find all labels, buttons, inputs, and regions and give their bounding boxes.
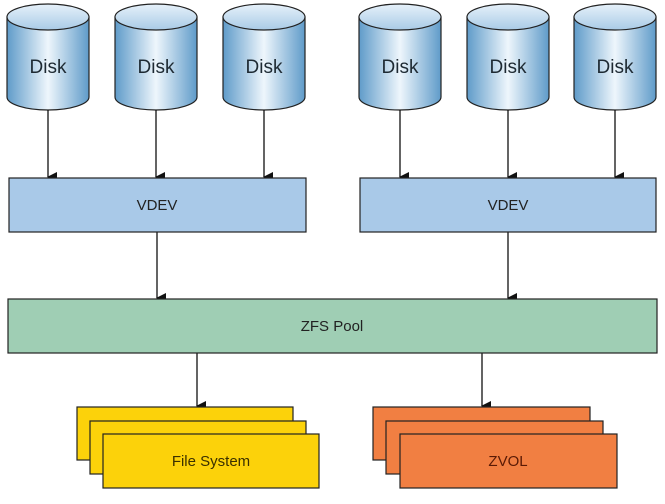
disk-top [114,3,198,31]
disk: Disk [222,3,306,111]
filesystem-label: File System [172,453,250,470]
disk-body [466,16,550,111]
disk: Disk [114,3,198,111]
disk-label: Disk [30,57,67,78]
vdev-left-label: VDEV [137,197,178,214]
disk-body [222,16,306,111]
zfs-pool-label: ZFS Pool [301,318,364,335]
vdev-left: VDEV [8,177,307,233]
disk: Disk [358,3,442,111]
disk: Disk [6,3,90,111]
disk-top [573,3,657,31]
vdev-right: VDEV [359,177,657,233]
disk-top [6,3,90,31]
disk-label: Disk [246,57,283,78]
disk-body [6,16,90,111]
disk-top [222,3,306,31]
disk-label: Disk [138,57,175,78]
disk-label: Disk [490,57,527,78]
disk-label: Disk [382,57,419,78]
filesystem-stack: File System [76,406,320,489]
disk-label: Disk [597,57,634,78]
zvol-label: ZVOL [488,453,527,470]
zvol-stack: ZVOL [372,406,618,489]
disk-body [358,16,442,111]
disk: Disk [466,3,550,111]
vdev-right-label: VDEV [488,197,529,214]
zfs-pool: ZFS Pool [7,298,658,354]
filesystem-layer-front [102,433,320,489]
disk-top [466,3,550,31]
disk-top [358,3,442,31]
zvol-layer-front [399,433,618,489]
disk-body [573,16,657,111]
disk-body [114,16,198,111]
disk: Disk [573,3,657,111]
